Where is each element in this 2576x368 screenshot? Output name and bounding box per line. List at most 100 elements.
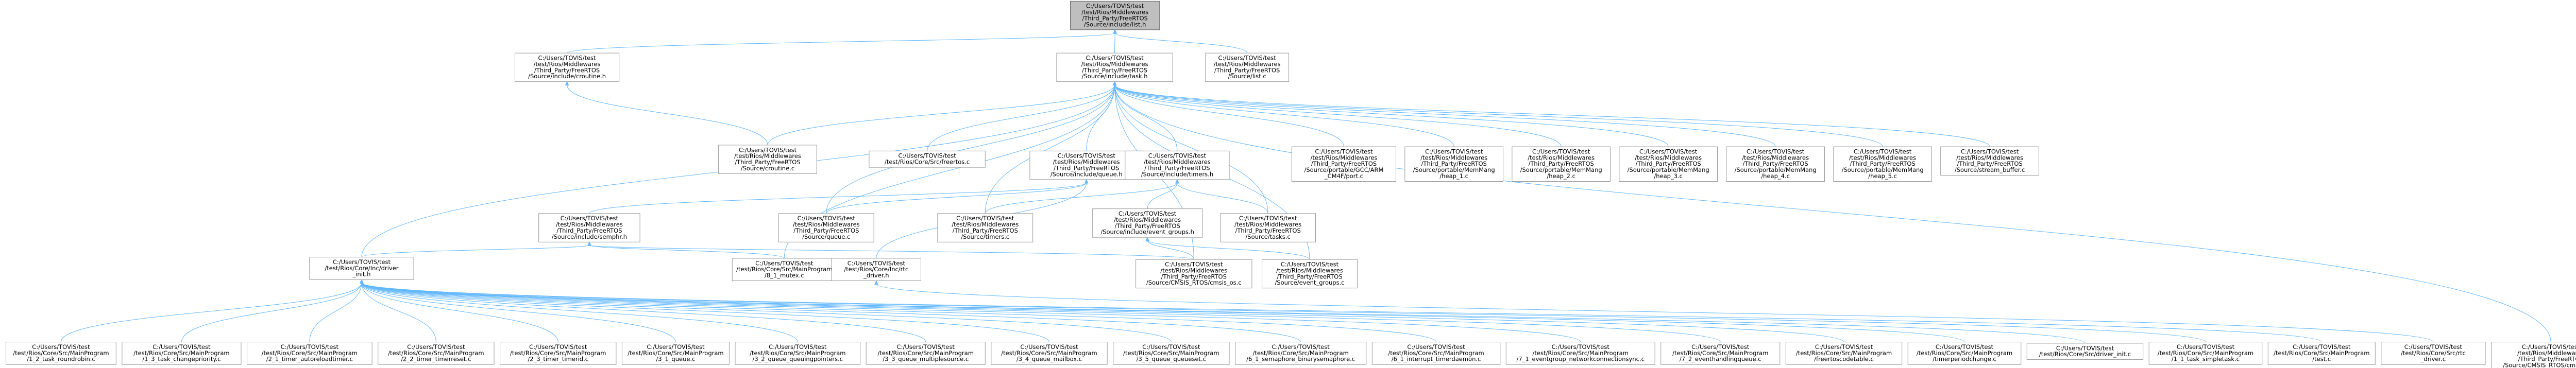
file-node-b3[interactable]: C:/Users/TOVIS/test/test/Rios/Core/Src/M… [247,342,372,365]
file-node-b11[interactable]: C:/Users/TOVIS/test/test/Rios/Core/Src/M… [1235,342,1367,365]
file-node-label-line: /Third_Party/FreeRTOS [534,66,600,74]
file-node-box [1371,342,1501,365]
file-node-box [831,258,921,282]
file-node-label-line: C:/Users/TOVIS/test [798,215,856,222]
file-node-label-line: /test/Rios/Middlewares [556,221,623,228]
file-node-b8[interactable]: C:/Users/TOVIS/test/test/Rios/Core/Src/M… [866,342,986,365]
dependency-edge [589,182,1087,214]
dependency-edge [1114,84,1669,147]
file-node-cmsis-os-c[interactable]: C:/Users/TOVIS/test/test/Rios/Middleware… [1136,259,1252,289]
file-node-freertos-c[interactable]: C:/Users/TOVIS/test/test/Rios/Core/Src/f… [869,150,986,168]
file-node-label-line: /Third_Party/FreeRTOS [735,159,800,166]
file-node-box [1940,146,2039,176]
file-node-label-line: /test/Rios/Core/Src/MainProgram [878,349,974,357]
file-node-label-line: /Source/tasks.c [1245,233,1290,240]
file-node-b19[interactable]: C:/Users/TOVIS/test/test/Rios/Core/Src/M… [2267,342,2376,365]
file-node-b21[interactable]: C:/Users/TOVIS/test/test/Rios/Middleware… [2491,342,2576,368]
file-node-event-groups-h[interactable]: C:/Users/TOVIS/test/test/Rios/Middleware… [1092,208,1203,238]
dependency-edge [60,283,362,342]
file-node-box [1029,150,1143,180]
file-node-b4[interactable]: C:/Users/TOVIS/test/test/Rios/Core/Src/M… [378,342,495,365]
file-node-label-line: C:/Users/TOVIS/test [2056,344,2114,352]
file-node-label-line: /Third_Party/FreeRTOS [1277,273,1342,280]
dependency-edge [361,283,436,342]
file-node-b10[interactable]: C:/Users/TOVIS/test/test/Rios/Core/Src/M… [1113,342,1230,365]
dependency-edge [361,283,676,342]
file-node-heap-5[interactable]: C:/Users/TOVIS/test/test/Rios/Middleware… [1833,146,1932,182]
file-node-list-c[interactable]: C:/Users/TOVIS/test/test/Rios/Middleware… [1205,52,1290,82]
file-node-heap-1[interactable]: C:/Users/TOVIS/test/test/Rios/Middleware… [1404,146,1504,182]
file-node-mutex-c[interactable]: C:/Users/TOVIS/test/test/Rios/Core/Src/M… [732,258,837,282]
file-node-heap-2[interactable]: C:/Users/TOVIS/test/test/Rios/Middleware… [1512,146,1611,182]
file-node-label-line: /Third_Party/FreeRTOS [1144,164,1210,171]
file-node-label-line: /1_2_task_roundrobin.c [27,356,95,363]
file-node-label-line: /6_1_interrupt_timerdaemon.c [1392,356,1481,363]
file-node-label-line: /Third_Party/FreeRTOS [953,227,1018,234]
file-node-label-line: /test/Rios/Core/Src/MainProgram [1252,349,1348,357]
file-node-label-line: C:/Users/TOVIS/test [529,343,587,351]
file-node-port-c[interactable]: C:/Users/TOVIS/test/test/Rios/Middleware… [1291,146,1397,182]
file-node-b12[interactable]: C:/Users/TOVIS/test/test/Rios/Core/Src/M… [1371,342,1501,365]
dependency-edge [1114,84,1562,147]
file-node-b2[interactable]: C:/Users/TOVIS/test/test/Rios/Core/Src/M… [122,342,242,365]
file-node-root[interactable]: C:/Users/TOVIS/test/test/Rios/Middleware… [1070,1,1160,30]
file-node-b5[interactable]: C:/Users/TOVIS/test/test/Rios/Core/Src/M… [500,342,617,365]
file-node-heap-4[interactable]: C:/Users/TOVIS/test/test/Rios/Middleware… [1726,146,1825,182]
file-node-label-line: /test/Rios/Core/Src/MainProgram [2274,349,2369,357]
file-node-b18[interactable]: C:/Users/TOVIS/test/test/Rios/Core/Src/M… [2148,342,2263,365]
file-node-driver-init-h[interactable]: C:/Users/TOVIS/test/test/Rios/Core/Inc/d… [309,257,414,280]
file-node-event-groups-c[interactable]: C:/Users/TOVIS/test/test/Rios/Middleware… [1262,259,1358,289]
file-node-box [869,150,986,168]
file-node-label-line: /heap_3.c [1654,172,1683,180]
file-node-label-line: /Source/list.c [1228,73,1266,80]
file-node-timers-c[interactable]: C:/Users/TOVIS/test/test/Rios/Middleware… [937,213,1033,242]
file-node-queue-h[interactable]: C:/Users/TOVIS/test/test/Rios/Middleware… [1029,150,1143,180]
file-node-task-h[interactable]: C:/Users/TOVIS/test/test/Rios/Middleware… [1056,52,1173,82]
file-node-label-line: /Source/include/semphr.h [552,233,627,240]
file-node-label-line: C:/Users/TOVIS/test [1747,148,1805,155]
file-node-label-line: C:/Users/TOVIS/test [848,259,906,267]
file-node-label-line: /test/Rios/Core/Src/freertos.c [885,159,970,166]
file-node-croutine-c[interactable]: C:/Users/TOVIS/test/test/Rios/Middleware… [718,145,817,174]
file-node-b14[interactable]: C:/Users/TOVIS/test/test/Rios/Core/Src/M… [1660,342,1781,365]
file-node-b15[interactable]: C:/Users/TOVIS/test/test/Rios/Core/Src/M… [1785,342,1903,365]
file-node-stream-buffer-c[interactable]: C:/Users/TOVIS/test/test/Rios/Middleware… [1940,146,2039,176]
file-node-b13[interactable]: C:/Users/TOVIS/test/test/Rios/Core/Src/M… [1505,342,1655,365]
file-node-label-line: /Source/timers.c [961,233,1009,240]
file-node-label-line: /test/Rios/Core/Inc/rtc [844,266,908,273]
file-node-b9[interactable]: C:/Users/TOVIS/test/test/Rios/Core/Src/M… [991,342,1108,365]
file-node-label-line: /3_5_queue_queueset.c [1137,356,1206,363]
file-node-label-line: /test/Rios/Core/Src/MainProgram [750,349,845,357]
file-node-label-line: /3_2_queue_queuingpointers.c [752,356,843,363]
file-node-b16[interactable]: C:/Users/TOVIS/test/test/Rios/Core/Src/M… [1907,342,2022,365]
file-node-label-line: /test/Rios/Middlewares [1081,60,1148,67]
file-node-timers-h[interactable]: C:/Users/TOVIS/test/test/Rios/Middleware… [1125,150,1230,180]
file-node-label-line: /test/Rios/Core/Src/MainProgram [133,349,229,357]
file-node-label-line: /test/Rios/Core/Src/MainProgram [1123,349,1219,357]
file-node-label-line: C:/Users/TOVIS/test [769,343,827,351]
file-node-label-line: /Source/portable/MemMang [1520,166,1602,173]
arrowhead-icon [587,241,591,246]
dependency-edge [361,282,2086,344]
file-node-box [6,342,116,365]
file-node-croutine-h[interactable]: C:/Users/TOVIS/test/test/Rios/Middleware… [514,52,620,82]
file-node-b6[interactable]: C:/Users/TOVIS/test/test/Rios/Core/Src/M… [621,342,730,365]
file-node-b20[interactable]: C:/Users/TOVIS/test/test/Rios/Core/Src/r… [2381,342,2486,365]
arrowhead-icon [1084,179,1089,184]
dependency-edge [985,84,1115,214]
file-node-label-line: /test/Rios/Middlewares [793,221,860,228]
file-node-label-line: /test/Rios/Middlewares [1276,267,1343,274]
file-node-box [1291,146,1397,182]
file-node-b7[interactable]: C:/Users/TOVIS/test/test/Rios/Core/Src/M… [735,342,861,365]
file-node-b17[interactable]: C:/Users/TOVIS/test/test/Rios/Core/Src/d… [2026,343,2144,360]
file-nodes: C:/Users/TOVIS/test/test/Rios/Middleware… [6,1,2576,368]
file-node-heap-3[interactable]: C:/Users/TOVIS/test/test/Rios/Middleware… [1619,146,1718,182]
file-node-queue-c[interactable]: C:/Users/TOVIS/test/test/Rios/Middleware… [778,213,874,242]
file-node-box [1136,259,1252,289]
file-node-label-line: /Source/croutine.c [741,165,794,172]
file-node-tasks-c[interactable]: C:/Users/TOVIS/test/test/Rios/Middleware… [1220,213,1316,242]
file-node-semphr-h[interactable]: C:/Users/TOVIS/test/test/Rios/Middleware… [538,213,640,242]
file-node-b1[interactable]: C:/Users/TOVIS/test/test/Rios/Core/Src/M… [6,342,116,365]
file-node-rtc-driver-h[interactable]: C:/Users/TOVIS/test/test/Rios/Core/Inc/r… [831,258,921,282]
